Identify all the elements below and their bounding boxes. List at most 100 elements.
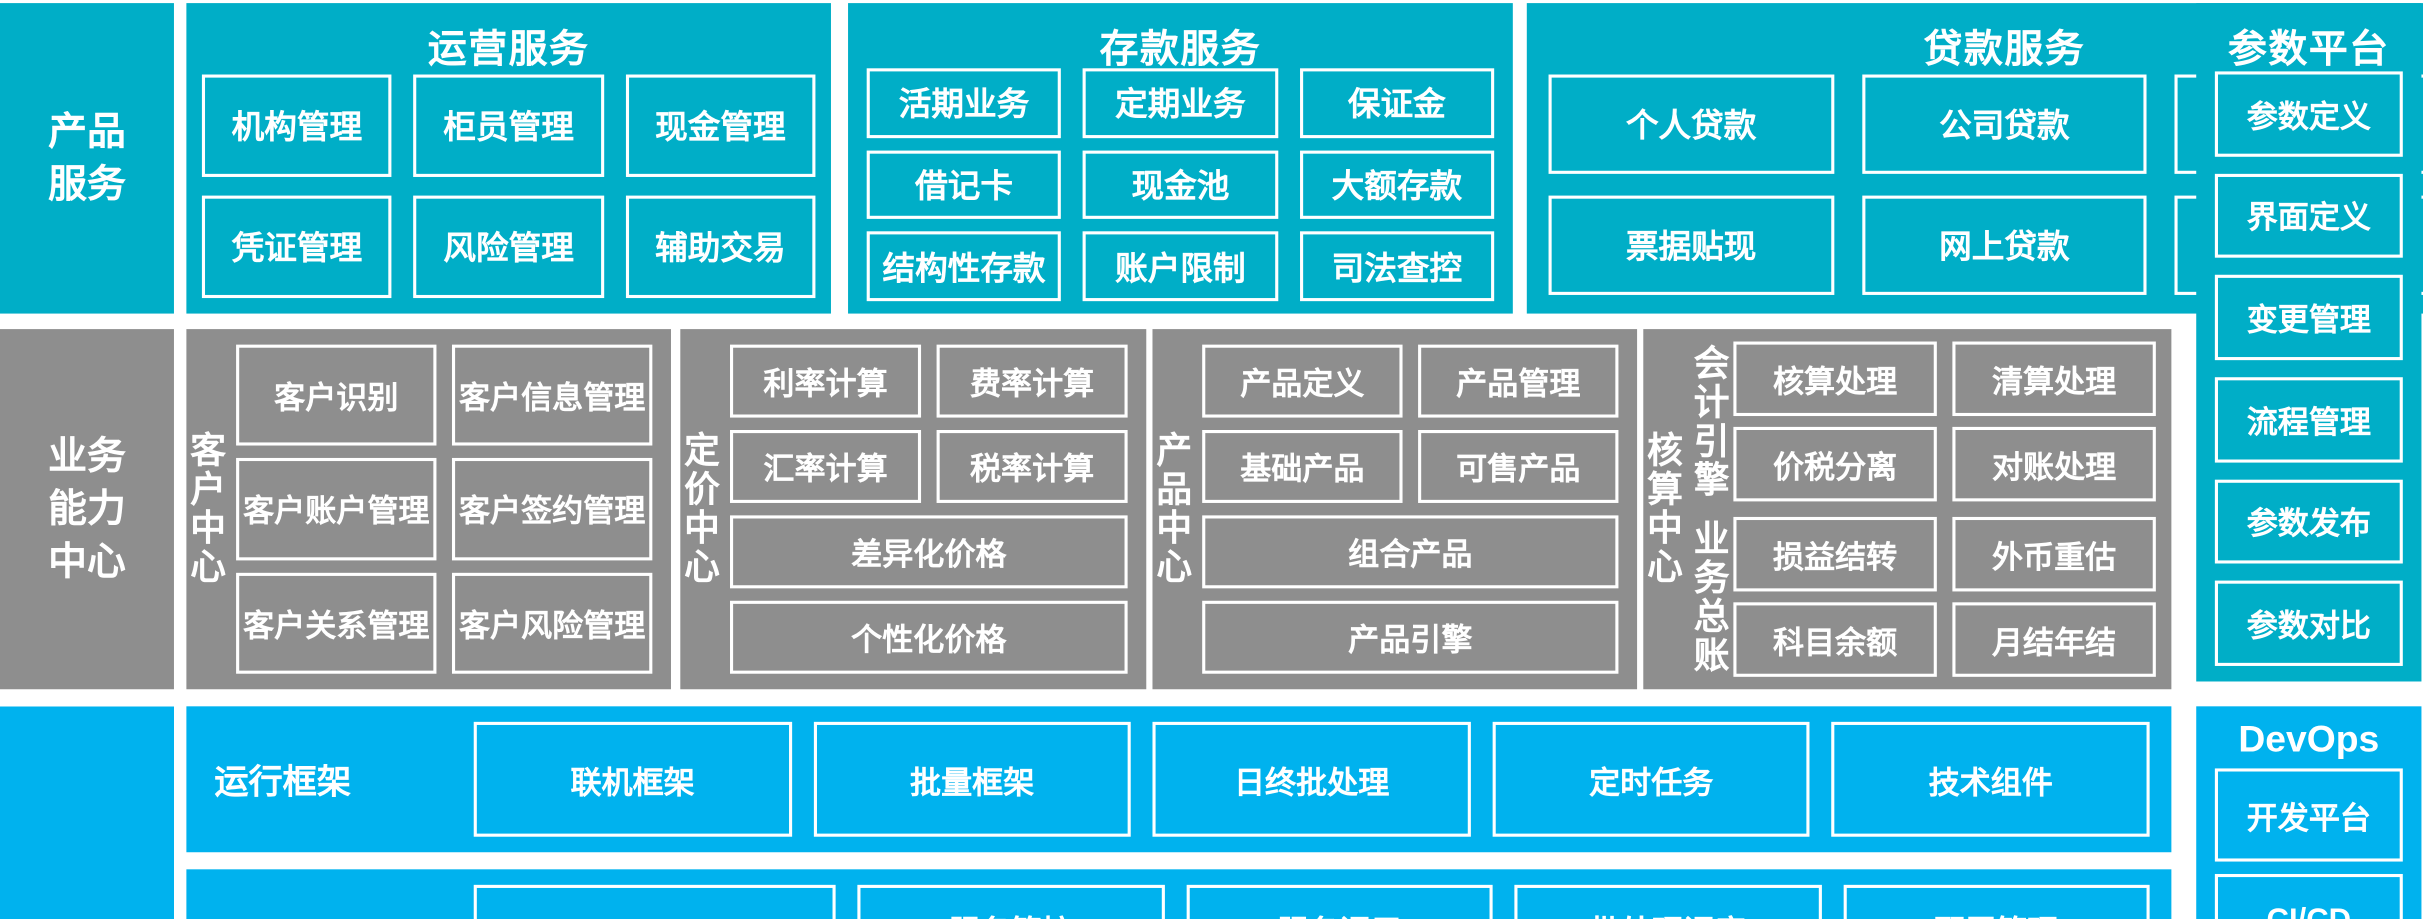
service-box[interactable]: 借记卡 <box>866 150 1062 220</box>
param-box[interactable]: 参数定义 <box>2214 71 2403 157</box>
capability-box[interactable]: 客户信息管理 <box>451 344 653 447</box>
capability-box[interactable]: 科目余额 <box>1733 602 1937 677</box>
center-accounting: 核 算 中 心 会 计 引 擎 核算处理 清算处理 <box>1643 329 2172 690</box>
service-box[interactable]: 活期业务 <box>866 68 1062 138</box>
tech-row-runtime-framework: 运行框架 联机框架 批量框架 日终批处理 定时任务 技术组件 <box>186 706 2172 853</box>
label-char: 业 <box>1693 517 1730 559</box>
service-box[interactable]: 网上贷款 <box>1861 195 2148 295</box>
param-box[interactable]: 参数发布 <box>2214 479 2403 565</box>
service-box[interactable]: 个人贷款 <box>1548 74 1834 174</box>
label-char: 心 <box>190 546 226 587</box>
capability-box[interactable]: 价税分离 <box>1733 426 1937 502</box>
service-box[interactable]: 定期业务 <box>1083 68 1278 138</box>
service-box[interactable]: 柜员管理 <box>413 74 604 177</box>
devops-box[interactable]: CI/CD <box>2214 874 2403 919</box>
devops-box[interactable]: 开发平台 <box>2214 768 2403 863</box>
group-operation-service: 运营服务 机构管理 柜员管理 现金管理 凭证管理 风险管理 辅助交易 <box>186 3 831 314</box>
capability-box[interactable]: 汇率计算 <box>730 430 922 503</box>
center-label-customer: 客 户 中 心 <box>186 329 229 689</box>
capability-box[interactable]: 客户账户管理 <box>236 458 437 560</box>
capability-box[interactable]: 产品定义 <box>1202 344 1403 418</box>
capability-box[interactable]: 核算处理 <box>1733 341 1937 417</box>
label-char: 总 <box>1693 595 1730 636</box>
tech-box[interactable]: 日终批处理 <box>1152 721 1471 837</box>
capability-box[interactable]: 客户签约管理 <box>451 458 653 560</box>
capability-box[interactable]: 外币重估 <box>1952 516 2156 592</box>
label-char: 擎 <box>1693 458 1730 500</box>
service-box[interactable]: 大额存款 <box>1299 150 1495 220</box>
group-title-deposit-service: 存款服务 <box>1099 27 1262 72</box>
param-box[interactable]: 参数对比 <box>2214 581 2403 666</box>
service-box[interactable]: 票据贴现 <box>1548 195 1834 295</box>
group-deposit-service: 存款服务 活期业务 定期业务 保证金 借记卡 现金池 大额存款 结构性存款 账户… <box>848 3 1513 314</box>
service-box[interactable]: 辅助交易 <box>625 195 816 299</box>
param-box[interactable]: 变更管理 <box>2214 275 2403 361</box>
tech-row-label-runtime-framework: 运行框架 <box>214 762 352 802</box>
tech-box[interactable]: 定时任务 <box>1492 721 1811 837</box>
label-char: 户 <box>190 468 226 510</box>
center-label-accounting: 核 算 中 心 <box>1643 329 1686 689</box>
tech-box-registry-center[interactable]: 注册中心 <box>473 884 836 919</box>
tech-row-distributed-base: 分布式技术底座 注册中心 服务管控 服务调用 批处理调度 配置管理 分布式缓存 … <box>186 869 2172 919</box>
tech-box[interactable]: 技术组件 <box>1831 721 2150 837</box>
capability-box[interactable]: 个性化价格 <box>730 600 1128 674</box>
tech-box[interactable]: 配置管理 <box>1842 884 2150 919</box>
label-char: 客 <box>190 430 226 471</box>
label-char: 价 <box>684 468 720 510</box>
capability-box[interactable]: 月结年结 <box>1952 602 2156 677</box>
tech-box[interactable]: 批量框架 <box>813 721 1132 837</box>
group-title-loan-service: 贷款服务 <box>1923 27 2086 72</box>
tech-box[interactable]: 服务管控 <box>857 884 1165 919</box>
service-box[interactable]: 公司贷款 <box>1861 74 2148 174</box>
capability-box[interactable]: 损益结转 <box>1733 516 1937 592</box>
param-box[interactable]: 流程管理 <box>2214 377 2403 463</box>
label-char: 引 <box>1693 419 1730 461</box>
label-char: 中 <box>1647 507 1683 548</box>
row-label-business-capability: 业务 能力 中心 <box>0 329 174 690</box>
service-box[interactable]: 凭证管理 <box>201 195 392 299</box>
row-label-line: 服务 <box>48 162 126 207</box>
label-char: 核 <box>1647 430 1683 471</box>
capability-box[interactable]: 产品引擎 <box>1202 600 1619 674</box>
service-box[interactable]: 现金管理 <box>625 74 816 177</box>
capability-box[interactable]: 税率计算 <box>936 430 1128 503</box>
service-box[interactable]: 机构管理 <box>201 74 392 177</box>
capability-box[interactable]: 客户风险管理 <box>451 572 653 674</box>
capability-box[interactable]: 对账处理 <box>1952 426 2156 502</box>
capability-box[interactable]: 客户识别 <box>236 344 437 447</box>
tech-box[interactable]: 联机框架 <box>473 721 792 837</box>
row-label-line: 产品 <box>48 110 126 154</box>
tech-box[interactable]: 批处理调度 <box>1514 884 1822 919</box>
row-label-tech-platform: 技术 平台 <box>0 706 174 919</box>
label-char: 中 <box>190 507 226 548</box>
capability-box[interactable]: 利率计算 <box>730 344 922 418</box>
label-char: 务 <box>1693 556 1730 597</box>
capability-box[interactable]: 客户关系管理 <box>236 572 437 674</box>
center-pricing: 定 价 中 心 利率计算 费率计算 汇率计算 税率计算 差异化价格 个性化价格 <box>680 329 1147 690</box>
row-label-product-service: 产品 服务 <box>0 3 174 314</box>
capability-box[interactable]: 基础产品 <box>1202 430 1403 503</box>
center-customer: 客 户 中 心 客户识别 客户信息管理 客户账户管理 客户签约管理 客户关系管理… <box>186 329 671 690</box>
row-label-line: 业务 <box>48 434 126 479</box>
label-char: 会 <box>1693 342 1730 383</box>
label-char: 算 <box>1647 468 1683 510</box>
capability-box[interactable]: 可售产品 <box>1418 430 1619 503</box>
capability-box[interactable]: 组合产品 <box>1202 515 1619 589</box>
service-box[interactable]: 结构性存款 <box>866 231 1062 302</box>
capability-box[interactable]: 差异化价格 <box>730 515 1128 589</box>
capability-box[interactable]: 清算处理 <box>1952 341 2156 417</box>
service-box[interactable]: 现金池 <box>1083 150 1278 220</box>
capability-box[interactable]: 费率计算 <box>936 344 1128 418</box>
service-box[interactable]: 账户限制 <box>1083 231 1278 302</box>
service-box[interactable]: 保证金 <box>1299 68 1495 138</box>
tech-box[interactable]: 服务调用 <box>1185 884 1493 919</box>
subsection-label-business-ledger: 业 务 总 账 <box>1690 517 1733 677</box>
row-label-line: 中心 <box>48 540 126 584</box>
param-box[interactable]: 界面定义 <box>2214 173 2403 259</box>
label-char: 定 <box>684 430 720 471</box>
service-box[interactable]: 风险管理 <box>413 195 604 299</box>
capability-box[interactable]: 产品管理 <box>1418 344 1619 418</box>
service-box[interactable]: 司法查控 <box>1299 231 1495 302</box>
subsection-label-accounting-engine: 会 计 引 擎 <box>1690 342 1733 502</box>
